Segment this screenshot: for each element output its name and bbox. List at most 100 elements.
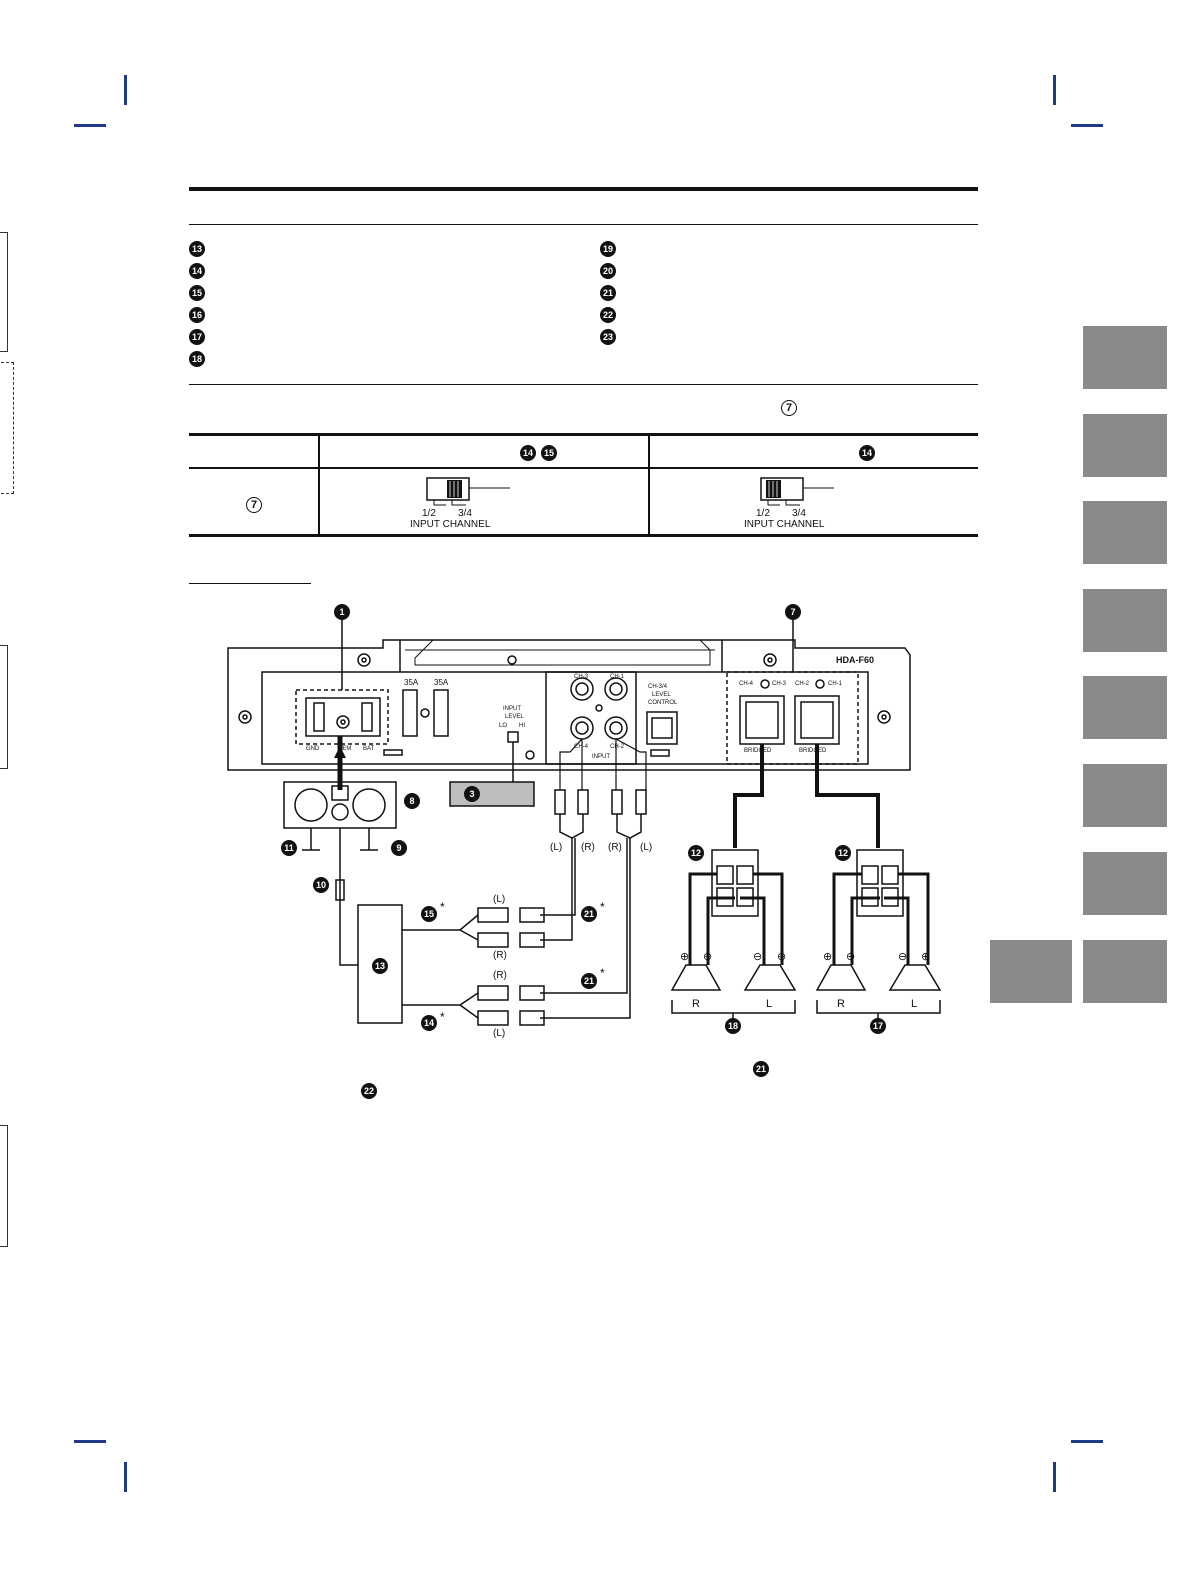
speaker-label-l-right: L	[911, 998, 918, 1010]
crop-mark-tl-h	[74, 124, 106, 127]
rca-label-input: INPUT	[592, 754, 610, 760]
side-tab-1	[1083, 326, 1167, 389]
section-rule-1	[189, 224, 978, 225]
asterisk-15: *	[440, 900, 445, 914]
input-level-lo: LO	[499, 723, 508, 729]
level-control-1: CH-3/4	[648, 684, 668, 690]
list-marker-21: 21	[600, 285, 616, 301]
asterisk-21a: *	[600, 900, 605, 914]
switch-illustration-1	[426, 477, 510, 506]
switch1-label-34: 3/4	[458, 508, 472, 519]
crop-mark-tl-v	[124, 75, 127, 105]
callout-15: 15	[421, 906, 437, 922]
left-edge-mark-1	[0, 232, 8, 352]
callout-3: 3	[464, 786, 480, 802]
switch2-label-34: 3/4	[792, 508, 806, 519]
rca-label-ch2: CH-2	[610, 744, 625, 750]
table-header-marker-14a: 14	[520, 445, 536, 461]
crop-mark-bl-h	[74, 1440, 106, 1443]
input-level-sub: LEVEL	[505, 714, 524, 720]
polarity-plus-2: ⊕	[777, 951, 787, 963]
power-label-bat: BAT	[363, 746, 375, 752]
polarity-plus-4: ⊕	[921, 951, 931, 963]
table-header-marker-15: 15	[541, 445, 557, 461]
callout-12a: 12	[688, 845, 704, 861]
callout-8: 8	[404, 793, 420, 809]
cable-label-r1: (R)	[581, 842, 595, 853]
crop-mark-tr-v	[1053, 75, 1056, 105]
crop-mark-tr-h	[1071, 124, 1103, 127]
list-marker-14: 14	[189, 263, 205, 279]
switch1-caption: INPUT CHANNEL	[410, 519, 491, 530]
cable-label-r4: (R)	[493, 970, 507, 981]
cable-label-l3: (L)	[493, 894, 506, 905]
callout-1: 1	[334, 604, 350, 620]
wiring-diagram-graphics	[227, 620, 942, 1026]
table-col-divider-1	[318, 433, 320, 537]
crop-mark-bl-v	[124, 1462, 127, 1492]
list-marker-23: 23	[600, 329, 616, 345]
bridged-right: BRIDGED	[799, 748, 827, 754]
switch2-caption: INPUT CHANNEL	[744, 519, 825, 530]
side-tab-3	[1083, 501, 1167, 564]
crop-mark-br-h	[1071, 1440, 1103, 1443]
input-level-hi: HI	[519, 723, 525, 729]
power-label-rem: REM	[338, 746, 352, 752]
input-level-title: INPUT	[503, 706, 521, 712]
left-edge-mark-3	[0, 645, 8, 769]
side-tab-7	[1083, 852, 1167, 915]
speaker-hdr-ch3: CH-3	[772, 681, 787, 687]
section-underline	[189, 583, 311, 584]
level-control-3: CONTROL	[648, 700, 678, 706]
callout-7: 7	[785, 604, 801, 620]
callout-13: 13	[372, 958, 388, 974]
heading-marker-7: 7	[781, 400, 797, 416]
side-tab-8	[1083, 940, 1167, 1003]
callout-18: 18	[725, 1018, 741, 1034]
asterisk-21b: *	[600, 966, 605, 980]
speaker-label-r-right: R	[837, 998, 845, 1010]
polarity-plus-1: ⊕	[680, 951, 690, 963]
callout-12b: 12	[835, 845, 851, 861]
callout-21b: 21	[581, 973, 597, 989]
polarity-minus-1: ⊖	[703, 951, 713, 963]
list-marker-13: 13	[189, 241, 205, 257]
polarity-minus-4: ⊖	[898, 951, 908, 963]
table-row-marker-7: 7	[246, 497, 262, 513]
model-label: HDA-F60	[836, 655, 875, 665]
callout-9: 9	[391, 840, 407, 856]
table-header-rule	[189, 467, 978, 469]
list-marker-15: 15	[189, 285, 205, 301]
callout-10: 10	[313, 877, 329, 893]
table-top-rule	[189, 433, 978, 436]
speaker-label-r-left: R	[692, 998, 700, 1010]
table-col-divider-2	[648, 433, 650, 537]
table-bottom-rule	[189, 534, 978, 537]
cable-label-l4: (L)	[493, 1028, 506, 1039]
polarity-plus-3: ⊕	[823, 951, 833, 963]
crop-mark-br-v	[1053, 1462, 1056, 1492]
list-marker-17: 17	[189, 329, 205, 345]
side-tab-active	[990, 940, 1072, 1003]
side-tab-6	[1083, 764, 1167, 827]
cable-label-l2: (L)	[640, 842, 653, 853]
left-edge-mark-4	[0, 1125, 8, 1247]
speaker-hdr-ch2: CH-2	[795, 681, 810, 687]
table-header-marker-14b: 14	[859, 445, 875, 461]
level-control-2: LEVEL	[652, 692, 671, 698]
section-rule-2	[189, 384, 978, 385]
rca-label-ch4: CH-4	[574, 744, 589, 750]
bridged-left: BRIDGED	[744, 748, 772, 754]
polarity-minus-2: ⊖	[753, 951, 763, 963]
callout-14: 14	[421, 1015, 437, 1031]
speaker-label-l-left: L	[766, 998, 773, 1010]
left-edge-mark-2	[0, 362, 14, 494]
side-tab-2	[1083, 414, 1167, 477]
asterisk-14: *	[440, 1010, 445, 1024]
switch2-label-12: 1/2	[756, 508, 770, 519]
switch1-label-12: 1/2	[422, 508, 436, 519]
list-marker-20: 20	[600, 263, 616, 279]
list-marker-16: 16	[189, 307, 205, 323]
rca-label-ch1: CH-1	[610, 674, 625, 680]
list-marker-22: 22	[600, 307, 616, 323]
